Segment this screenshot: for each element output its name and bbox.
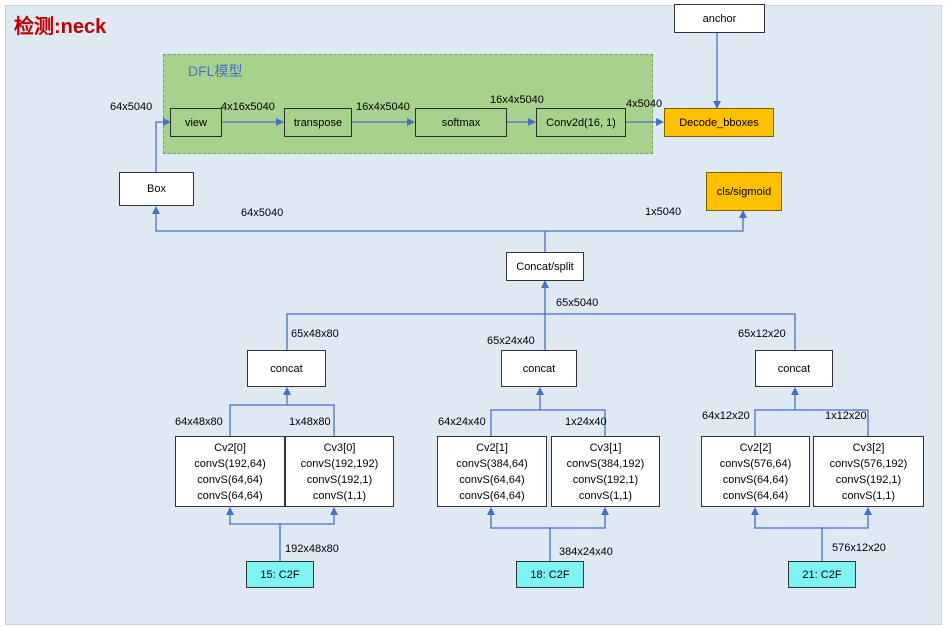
edge-label: 576x12x20 <box>832 542 886 554</box>
edge-label: 384x24x40 <box>559 546 613 558</box>
edge-b1-cv2-concat <box>229 404 335 436</box>
edge-label: 64x24x40 <box>438 416 486 428</box>
node-cv2-0: Cv2[0] convS(192,64) convS(64,64) convS(… <box>175 436 285 507</box>
cv2-1-line: convS(384,64) <box>456 457 528 470</box>
node-concat-2: concat <box>501 350 577 387</box>
node-decode-bboxes: Decode_bboxes <box>664 108 774 137</box>
cv3-0-line: convS(192,1) <box>306 473 373 486</box>
edge-label: 192x48x80 <box>285 543 339 555</box>
node-transpose: transpose <box>284 108 352 137</box>
edge-label: 65x5040 <box>556 297 599 309</box>
edge-branches-to-split <box>286 313 796 350</box>
node-cv3-2: Cv3[2] convS(576,192) convS(192,1) convS… <box>813 436 924 507</box>
node-conv2d: Conv2d(16, 1) <box>536 108 626 137</box>
cv3-1-line: Cv3[1] <box>589 441 622 454</box>
edge-b3-input-cv3 <box>822 507 872 529</box>
cv3-1-line: convS(1,1) <box>578 489 633 502</box>
edge-label: 16x4x5040 <box>490 94 544 106</box>
edge-label: 64x48x80 <box>175 416 223 428</box>
edge-b1-input <box>226 507 281 561</box>
diagram-title: 检测:neck <box>14 16 107 38</box>
cv3-0-line: convS(192,192) <box>300 457 379 470</box>
edge-b2-input <box>487 507 551 561</box>
node-cls-sigmoid: cls/sigmoid <box>706 172 782 211</box>
cv2-2-line: convS(64,64) <box>722 473 789 486</box>
edge-b3-cv2-concat <box>754 409 869 436</box>
cv2-0-line: convS(64,64) <box>197 489 263 502</box>
node-cv2-1: Cv2[1] convS(384,64) convS(64,64) convS(… <box>437 436 547 507</box>
edge-label: 1x5040 <box>645 206 682 218</box>
node-cv2-2: Cv2[2] convS(576,64) convS(64,64) convS(… <box>701 436 810 507</box>
node-concat-3: concat <box>755 350 833 387</box>
cv2-0-line: Cv2[0] <box>214 441 246 454</box>
edge-b3-input <box>751 507 823 561</box>
edge-label: 64x5040 <box>241 207 284 219</box>
node-concat-split: Concat/split <box>506 252 584 281</box>
edge-label: 16x4x5040 <box>356 101 410 113</box>
cv2-0-line: convS(192,64) <box>194 457 266 470</box>
edge-b1-input-cv3 <box>280 507 338 525</box>
edge-label: 65x12x20 <box>738 328 786 340</box>
cv2-1-line: Cv2[1] <box>476 441 508 454</box>
edge-label: 65x48x80 <box>291 328 339 340</box>
edge-label: 65x24x40 <box>487 335 535 347</box>
cv3-0-line: Cv3[0] <box>323 441 356 454</box>
node-anchor: anchor <box>674 4 765 33</box>
cv3-1-line: convS(192,1) <box>572 473 639 486</box>
cv3-2-line: convS(576,192) <box>829 457 908 470</box>
edge-label: 1x48x80 <box>289 416 331 428</box>
node-input-18-c2f: 18: C2F <box>516 561 584 588</box>
cv2-1-line: convS(64,64) <box>459 489 525 502</box>
edge-b2-cv2-concat <box>490 409 606 436</box>
edge-split-cls <box>545 210 747 232</box>
edge-label: 4x5040 <box>626 98 663 110</box>
cv3-2-line: convS(192,1) <box>835 473 902 486</box>
cv2-2-line: convS(64,64) <box>722 489 789 502</box>
cv3-2-line: Cv3[2] <box>852 441 885 454</box>
node-box: Box <box>119 172 194 206</box>
cv3-1-line: convS(384,192) <box>566 457 645 470</box>
node-cv3-0: Cv3[0] convS(192,192) convS(192,1) convS… <box>285 436 394 507</box>
node-view: view <box>170 108 222 137</box>
cv2-1-line: convS(64,64) <box>459 473 525 486</box>
edge-label: 4x16x5040 <box>221 101 275 113</box>
node-concat-1: concat <box>247 350 326 387</box>
cv2-0-line: convS(64,64) <box>197 473 263 486</box>
cv3-2-line: convS(1,1) <box>841 489 896 502</box>
cv2-2-line: convS(576,64) <box>719 457 792 470</box>
dfl-module-group <box>163 54 653 154</box>
cv2-2-line: Cv2[2] <box>739 441 772 454</box>
node-input-21-c2f: 21: C2F <box>788 561 856 588</box>
dfl-module-label: DFL模型 <box>188 63 243 79</box>
node-input-15-c2f: 15: C2F <box>246 561 314 588</box>
cv3-0-line: convS(1,1) <box>312 489 367 502</box>
edge-split-box-cls <box>152 206 546 252</box>
edge-label: 1x24x40 <box>565 416 607 428</box>
edge-label: 64x12x20 <box>702 410 750 422</box>
edge-b2-input-cv3 <box>550 507 609 529</box>
node-cv3-1: Cv3[1] convS(384,192) convS(192,1) convS… <box>551 436 660 507</box>
edge-label: 64x5040 <box>110 101 153 113</box>
node-softmax: softmax <box>415 108 507 137</box>
edge-box-view <box>155 118 171 172</box>
edge-label: 1x12x20 <box>825 410 867 422</box>
